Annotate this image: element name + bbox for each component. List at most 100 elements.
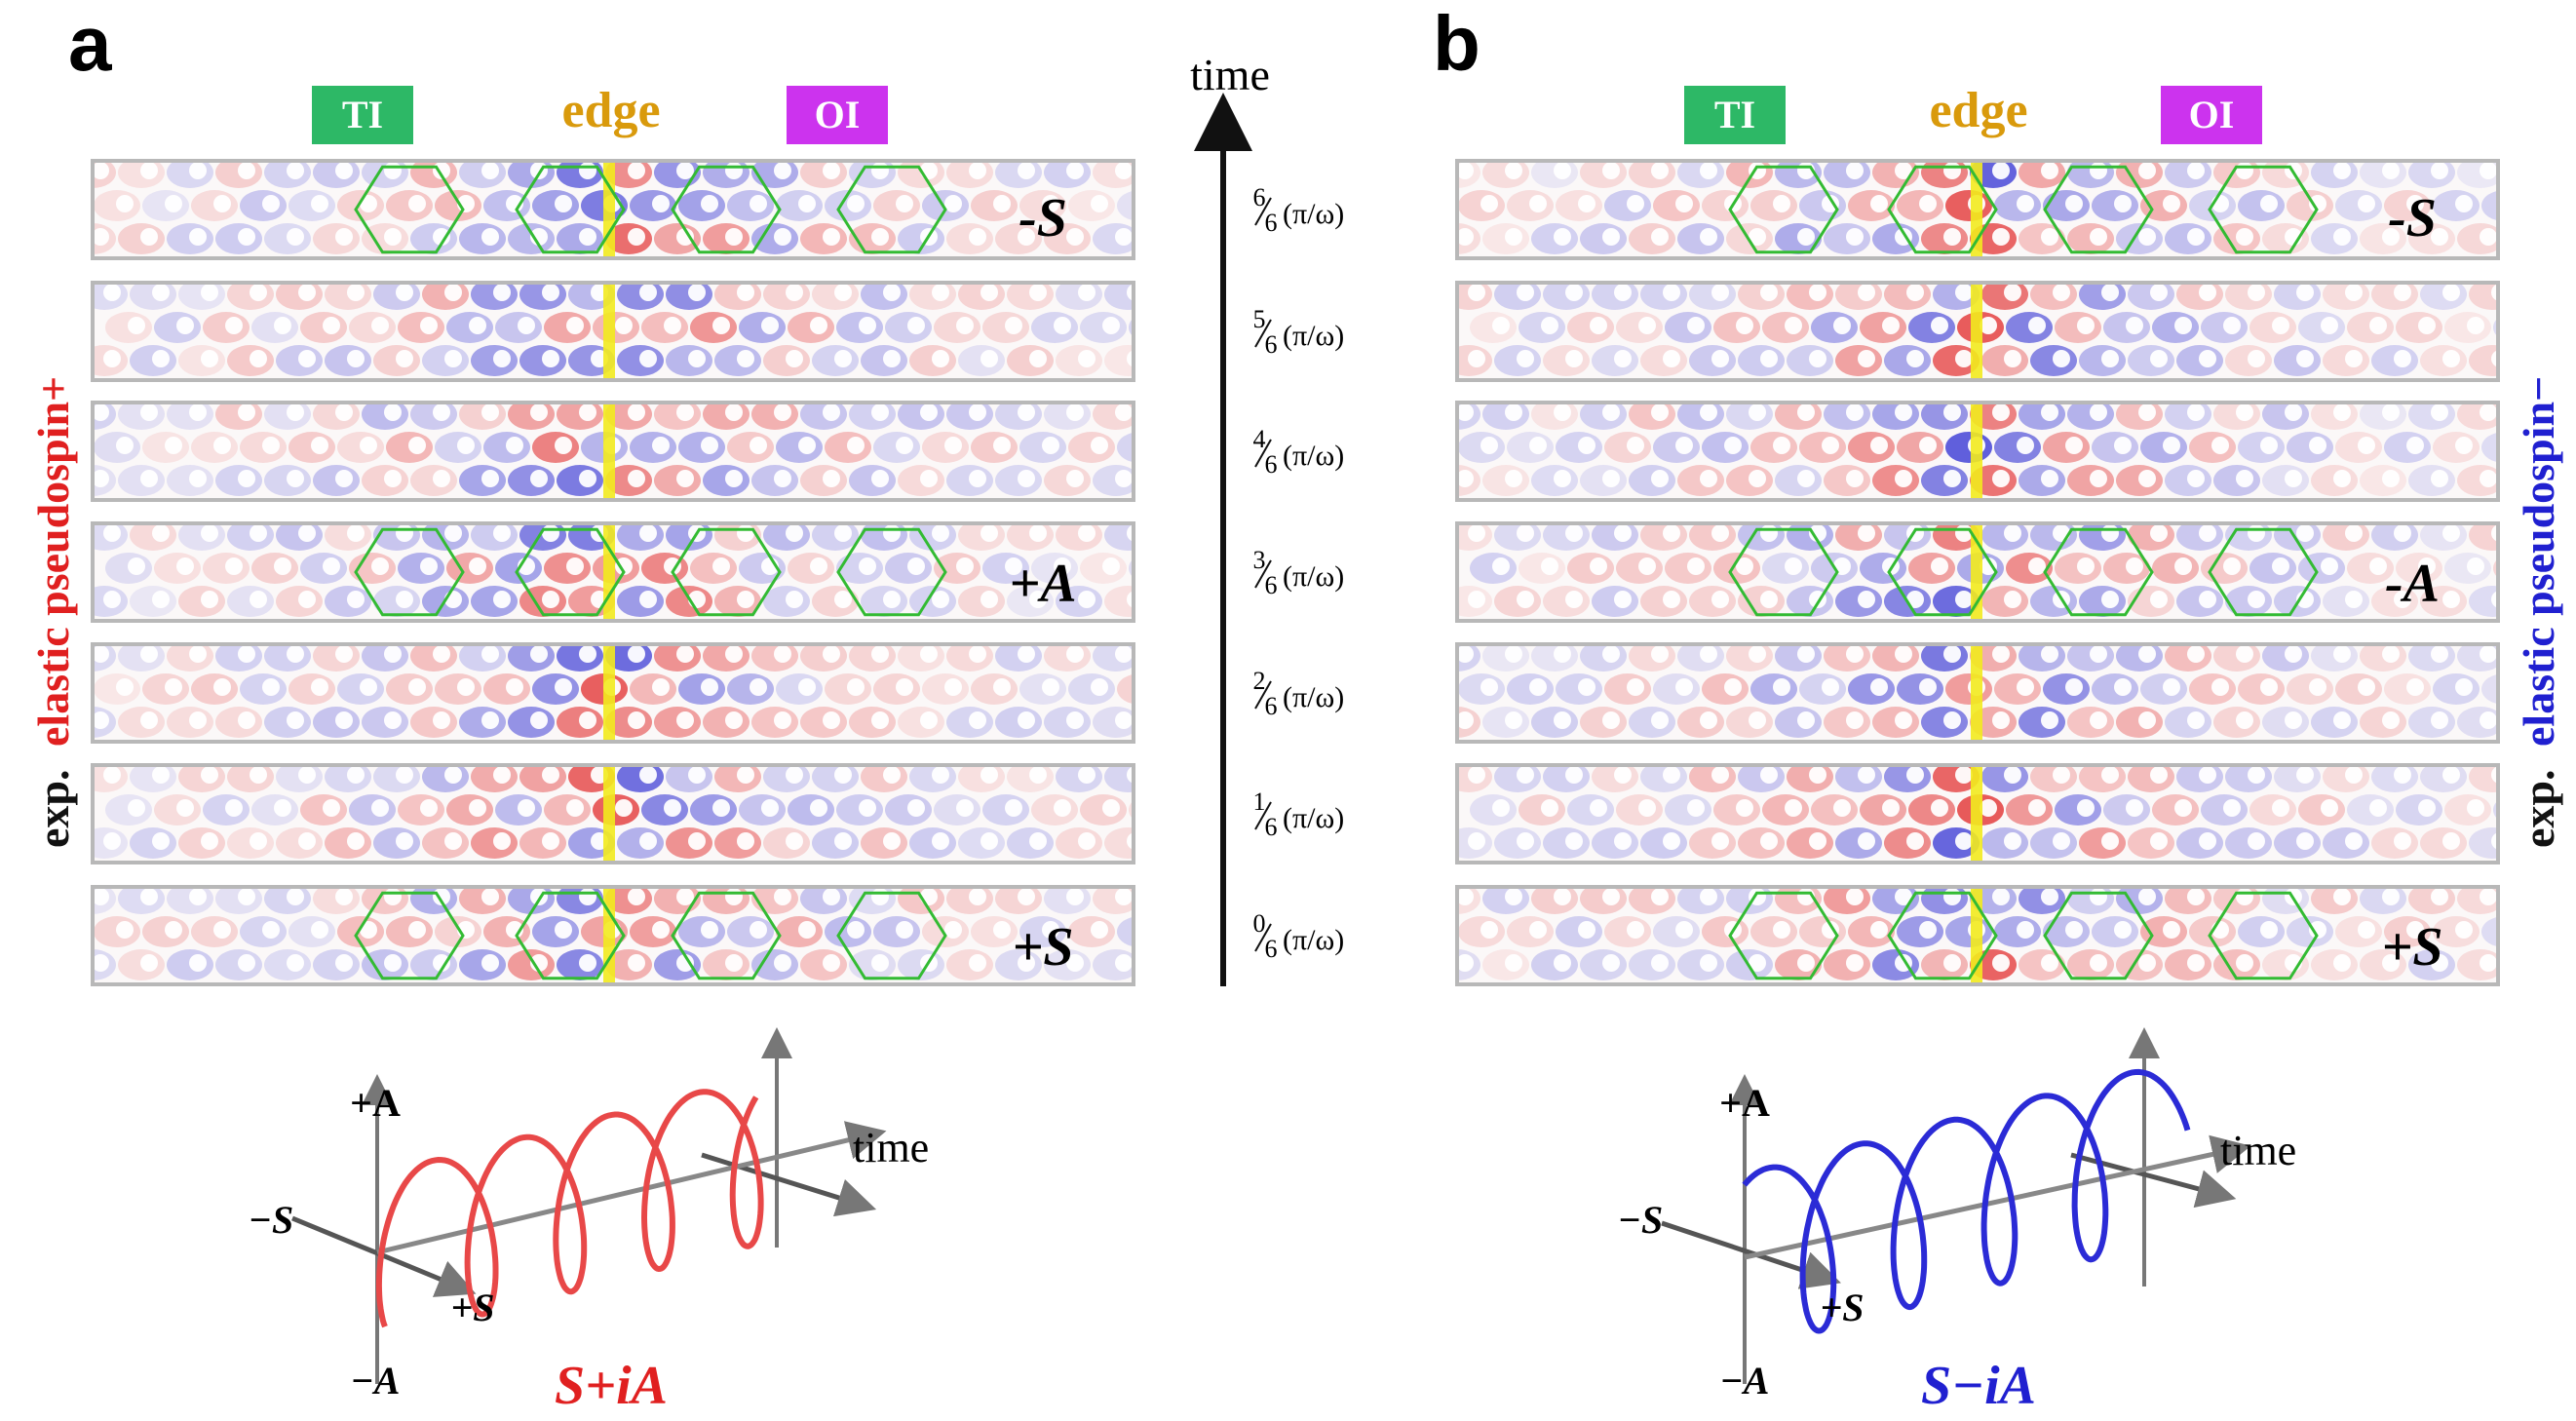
phase-unit: (π/ω)	[1283, 440, 1344, 472]
phase-numerator: 4	[1253, 425, 1266, 453]
field-strip-b-2	[1455, 401, 2500, 502]
phase-numerator: 2	[1253, 667, 1266, 695]
phase-numerator: 6	[1253, 183, 1266, 211]
time-axis-label: time	[1190, 50, 1270, 99]
phase-label-5: 16(π/ω)	[1253, 787, 1345, 841]
helix-diagram-a: +A −A −S +S time	[249, 1027, 929, 1402]
unit-cell-hexagon	[671, 165, 782, 254]
unit-cell-hexagon	[1887, 527, 1998, 617]
phase-denominator: 6	[1265, 450, 1278, 479]
unit-cell-hexagon	[671, 527, 782, 617]
helix-a-plus-a: +A	[350, 1081, 401, 1125]
ti-label-box	[312, 86, 413, 144]
formula-b: S−iA	[1921, 1356, 2036, 1416]
phase-label-4: 26(π/ω)	[1253, 667, 1345, 720]
helix-a-minus-a: −A	[351, 1359, 401, 1402]
field-strip-b-6	[1455, 885, 2500, 986]
unit-cell-hexagon	[354, 527, 465, 617]
phase-unit: (π/ω)	[1283, 560, 1344, 593]
phase-label-3: 36(π/ω)	[1253, 546, 1345, 599]
side-label-b-prefix: exp.	[2514, 770, 2563, 849]
field-strip-b-0	[1455, 159, 2500, 260]
ti-label-b: TI	[1714, 93, 1755, 136]
phase-denominator: 6	[1265, 571, 1278, 599]
side-label-a-prefix: exp.	[28, 770, 78, 849]
state-label-b-6: +S	[2381, 917, 2442, 978]
unit-cell-hexagon	[1728, 891, 1839, 980]
time-axis: time 66(π/ω)56(π/ω)46(π/ω)36(π/ω)26(π/ω)…	[1190, 50, 1344, 986]
helix-a-plus-s: +S	[450, 1286, 494, 1329]
side-label-b-colored: elastic pseudospin−	[2514, 376, 2563, 747]
field-strip-a-0	[91, 159, 1135, 260]
unit-cell-hexagon	[1887, 165, 1998, 254]
helix-diagram-b: +A −A −S +S time	[1618, 1027, 2296, 1402]
phase-unit: (π/ω)	[1283, 198, 1344, 230]
unit-cell-hexagon	[1728, 527, 1839, 617]
helix-b-minus-s: −S	[1618, 1198, 1663, 1242]
state-label-a-6: +S	[1012, 917, 1073, 978]
unit-cell-hexagon	[1887, 891, 1998, 980]
formula-a: S+iA	[555, 1356, 668, 1416]
unit-cell-hexagon	[515, 891, 626, 980]
unit-cell-hexagon	[836, 891, 947, 980]
phase-unit: (π/ω)	[1283, 681, 1344, 713]
phase-label-1: 56(π/ω)	[1253, 305, 1345, 359]
edge-label-b: edge	[1929, 83, 2027, 138]
field-strip-a-2	[91, 401, 1135, 502]
unit-cell-hexagon	[2043, 891, 2154, 980]
field-strip-b-4	[1455, 642, 2500, 744]
phase-denominator: 6	[1265, 813, 1278, 841]
field-strip-b-3	[1455, 521, 2500, 623]
helix-b-plus-a: +A	[1719, 1081, 1770, 1125]
helix-b-minus-a: −A	[1720, 1359, 1770, 1402]
phase-numerator: 0	[1253, 909, 1266, 938]
phase-numerator: 5	[1253, 305, 1266, 333]
helix-a-minus-s: −S	[249, 1198, 293, 1242]
oi-label-b: OI	[2189, 93, 2235, 136]
phase-numerator: 1	[1253, 787, 1266, 816]
side-label-b: exp. elastic pseudospin−	[2514, 376, 2563, 848]
unit-cell-hexagon	[2043, 527, 2154, 617]
unit-cell-hexagon	[1728, 165, 1839, 254]
helix-curve-b	[1742, 1068, 2191, 1334]
phase-denominator: 6	[1265, 935, 1278, 963]
phase-unit: (π/ω)	[1283, 802, 1344, 834]
field-strips-b	[1455, 159, 2500, 986]
ti-label-box-b	[1684, 86, 1786, 144]
field-strip-b-1	[1455, 281, 2500, 382]
unit-cell-hexagon	[515, 165, 626, 254]
panel-a-letter: a	[68, 0, 112, 87]
state-label-b-0: -S	[2388, 188, 2437, 249]
unit-cell-hexagon	[354, 165, 465, 254]
phase-unit: (π/ω)	[1283, 320, 1344, 352]
phase-denominator: 6	[1265, 330, 1278, 359]
unit-cell-hexagon	[2208, 891, 2319, 980]
field-strips-a	[91, 159, 1135, 986]
state-label-a-3: +A	[1009, 554, 1076, 614]
unit-cell-hexagon	[836, 527, 947, 617]
oi-label-box-b	[2161, 86, 2262, 144]
field-strip-a-3	[91, 521, 1135, 623]
phase-label-0: 66(π/ω)	[1253, 183, 1345, 237]
unit-cell-hexagon	[515, 527, 626, 617]
panel-b-letter: b	[1433, 0, 1480, 87]
helix-b-time: time	[2220, 1127, 2296, 1174]
helix-a-time: time	[853, 1124, 929, 1171]
field-strip-a-1	[91, 281, 1135, 382]
phase-unit: (π/ω)	[1283, 924, 1344, 956]
helix-b-plus-s: +S	[1820, 1286, 1864, 1329]
unit-cell-hexagon	[2208, 527, 2319, 617]
field-strip-b-5	[1455, 763, 2500, 864]
phase-label-6: 06(π/ω)	[1253, 909, 1345, 963]
ti-label: TI	[342, 93, 383, 136]
unit-cell-hexagon	[2208, 165, 2319, 254]
unit-cell-hexagon	[671, 891, 782, 980]
phase-denominator: 6	[1265, 692, 1278, 720]
side-label-a-colored: elastic pseudospin+	[28, 376, 78, 747]
oi-label: OI	[815, 93, 861, 136]
field-strip-a-4	[91, 642, 1135, 744]
field-strip-a-6	[91, 885, 1135, 986]
phase-labels: 66(π/ω)56(π/ω)46(π/ω)36(π/ω)26(π/ω)16(π/…	[1253, 183, 1345, 963]
field-strip-a-5	[91, 763, 1135, 864]
